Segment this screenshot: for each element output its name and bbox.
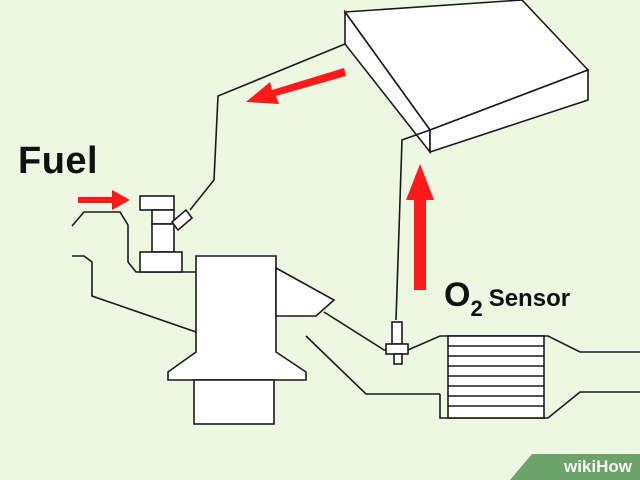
injector-control-wire bbox=[189, 43, 346, 211]
engine-block bbox=[167, 255, 307, 425]
o2-label-sensor: Sensor bbox=[488, 285, 571, 312]
catalytic-converter bbox=[407, 335, 640, 419]
watermark-text: wikiHow bbox=[563, 457, 632, 476]
exhaust-pipe bbox=[275, 266, 440, 395]
o2-sensor bbox=[385, 321, 409, 365]
ecu-box bbox=[343, 0, 590, 155]
fuel-label: Fuel bbox=[18, 140, 99, 182]
o2-label-subscript: 2 bbox=[470, 296, 483, 321]
intake-manifold bbox=[71, 211, 197, 333]
o2-label-o: O bbox=[444, 276, 471, 314]
o2-signal-wire bbox=[395, 129, 431, 321]
o2-signal-arrow bbox=[406, 164, 434, 290]
wikihow-watermark: wikiHow bbox=[510, 454, 640, 480]
fuel-injector bbox=[139, 195, 194, 273]
fuel-flow-arrow bbox=[78, 190, 130, 210]
ecu-output-arrow bbox=[246, 68, 346, 104]
